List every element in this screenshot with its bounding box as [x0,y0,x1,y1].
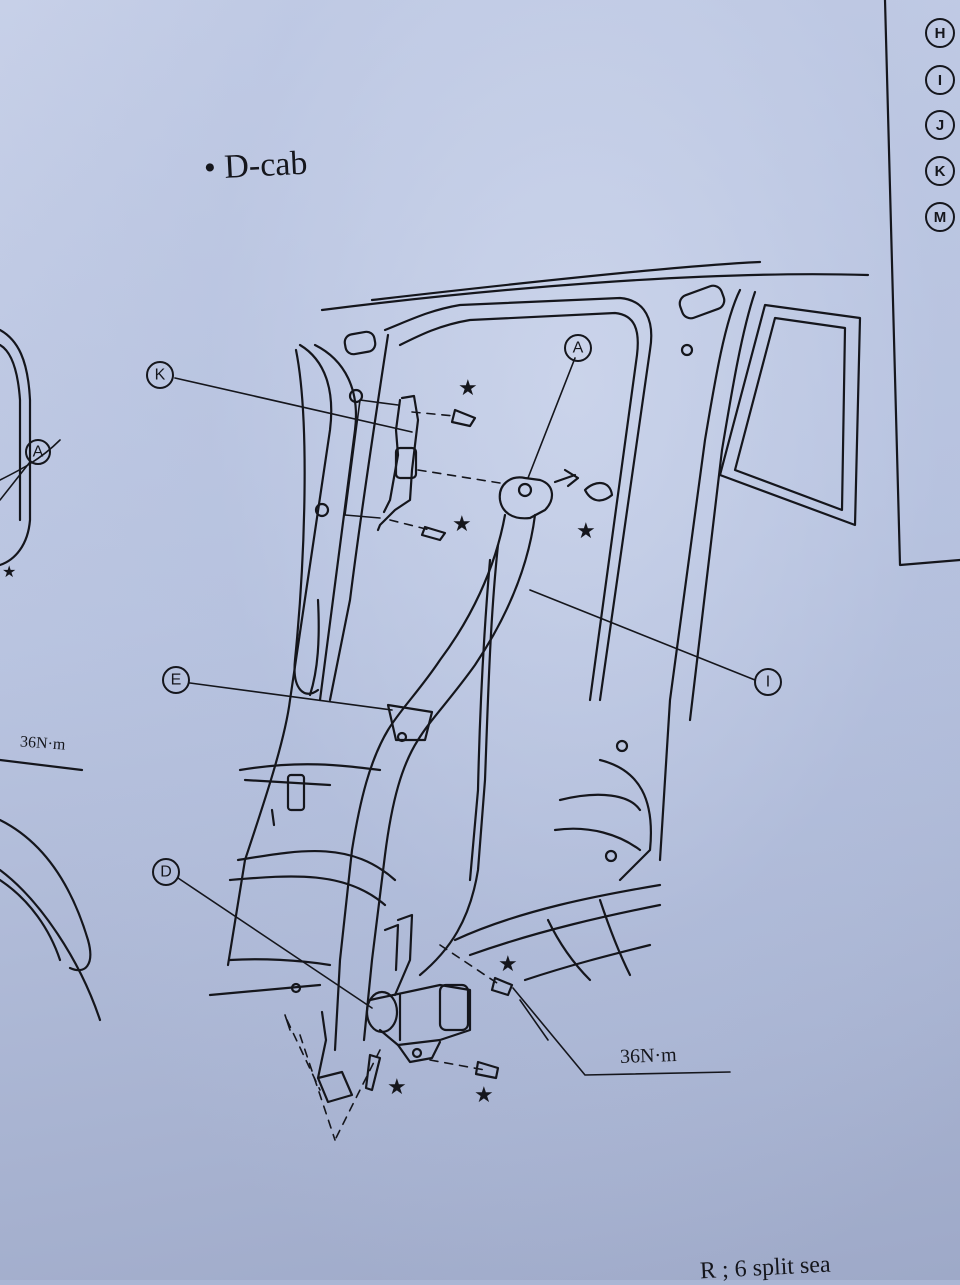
legend-item: H [925,18,955,48]
svg-text:I: I [766,674,770,691]
svg-text:D: D [160,864,172,881]
legend-item: J [925,110,955,140]
seatbelt-webbing [333,513,537,1052]
torque-spec-left: 36N·m [19,733,66,754]
star-mark: ★ [452,512,472,537]
section-title: • D-cab [203,144,309,187]
legend-item: K [925,156,955,186]
star-mark: ★ [2,562,17,581]
callout-A-left: A [25,439,51,465]
star-mark: ★ [576,519,596,544]
torque-spec-main: 36N·m [619,1044,678,1068]
legend-item: I [925,65,955,95]
shoulder-anchor [498,468,614,520]
callout-D: D [152,858,180,886]
callout-I: I [754,668,782,696]
legend-box-border [883,0,960,567]
belt-guide [386,703,434,743]
star-mark: ★ [498,952,518,977]
svg-text:K: K [155,367,166,384]
roof-line [320,273,870,312]
svg-text:A: A [573,340,584,357]
star-mark: ★ [474,1083,494,1108]
legend-panel: H I J K M [905,0,960,565]
leader-lines [0,357,756,1076]
b-pillar [226,284,862,967]
star-mark: ★ [387,1075,407,1100]
legend-item: M [925,202,955,232]
svg-text:E: E [171,672,182,689]
callout-A: A [564,334,592,362]
cab-floor [208,758,662,997]
callout-E: E [162,666,190,694]
lower-anchor [284,1010,381,1141]
callout-K: K [146,361,174,389]
left-partial-figure [0,328,102,1022]
svg-text:A: A [33,444,44,461]
star-mark: ★ [458,376,478,401]
retractor [364,913,514,1092]
